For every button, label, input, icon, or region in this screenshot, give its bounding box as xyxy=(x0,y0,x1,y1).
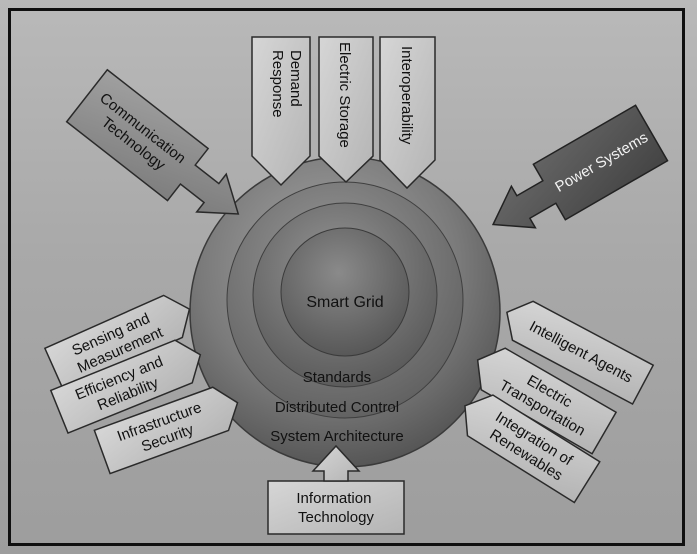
figure-border xyxy=(8,8,685,546)
arrow-line: Information xyxy=(296,490,371,507)
tab-line: Interoperability xyxy=(398,46,415,145)
svg-text:Interoperability: Interoperability xyxy=(398,46,415,145)
tab-line: Demand xyxy=(287,50,304,107)
svg-text:Information Technology: Information Technology xyxy=(296,490,375,526)
tab-line: Response xyxy=(269,50,286,118)
center-label: Smart Grid xyxy=(306,294,383,311)
ring-label-system-architecture: System Architecture xyxy=(270,428,403,445)
core-smart-grid xyxy=(280,227,410,357)
svg-text:Demand Response: Demand Response xyxy=(269,50,304,118)
top-tab-demand-response: Demand Response xyxy=(251,36,311,187)
svg-text:Electric Storage: Electric Storage xyxy=(336,42,353,148)
arrow-communication-technology: Communication Technology xyxy=(65,68,240,215)
arrow-information-technology: Information Technology xyxy=(267,444,405,535)
top-tab-electric-storage: Electric Storage xyxy=(318,36,374,184)
tab-line: Electric Storage xyxy=(336,42,353,148)
top-tab-interoperability: Interoperability xyxy=(379,36,436,190)
arrow-line: Technology xyxy=(298,509,374,526)
ring-label-distributed-control: Distributed Control xyxy=(275,399,399,416)
arrow-power-systems: Power Systems xyxy=(491,104,669,229)
sphere xyxy=(189,156,501,468)
ring-label-standards: Standards xyxy=(303,369,371,386)
